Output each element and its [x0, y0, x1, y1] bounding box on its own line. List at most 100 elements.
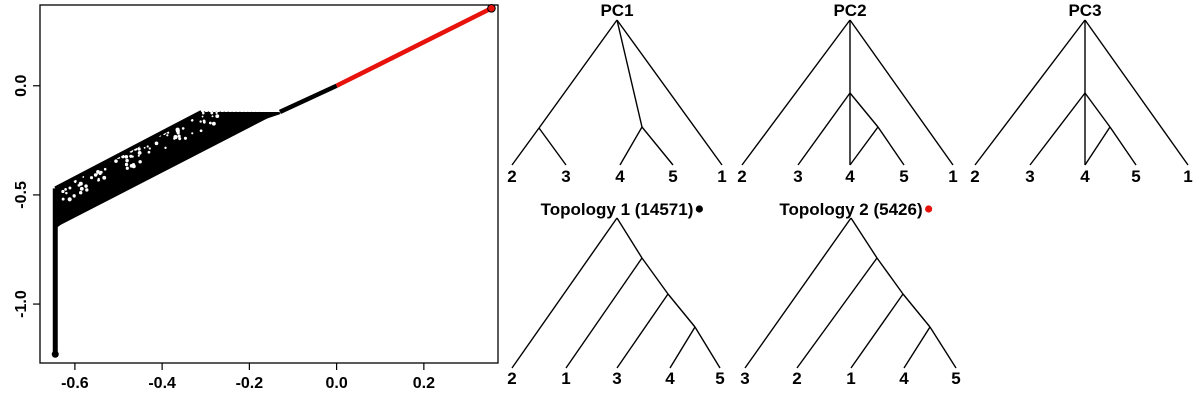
- tree-leaf-label: 5: [715, 369, 724, 388]
- scatter-point-lines: [51, 3, 496, 358]
- tree-leaf-label: 2: [792, 369, 801, 388]
- dense-region-polygon: [55, 111, 280, 228]
- gap-dot: [103, 167, 107, 171]
- topology-marker-dot: [925, 205, 933, 213]
- gap-dot: [89, 176, 94, 180]
- series-red-diagonal: [335, 6, 493, 88]
- tree-branch: [565, 257, 643, 369]
- tree-leaf-label: 3: [561, 167, 570, 186]
- tree-branch: [850, 293, 904, 369]
- tree-title: PC2: [833, 1, 866, 20]
- tree-branch: [849, 126, 879, 166]
- gap-dot: [148, 147, 151, 150]
- tree-branch: [929, 326, 957, 369]
- tree-branch: [974, 19, 1086, 166]
- gap-dot: [211, 121, 216, 126]
- tree-branch: [616, 19, 643, 128]
- tree-leaf-label: 5: [1131, 167, 1140, 186]
- tree-leaf-label: 1: [1183, 167, 1192, 186]
- gap-dot: [210, 111, 214, 115]
- gap-dot: [124, 162, 129, 167]
- gap-dot: [201, 115, 204, 118]
- x-tick-label: -0.6: [61, 375, 89, 392]
- gap-dot: [65, 191, 68, 195]
- gap-dot: [79, 191, 83, 195]
- gap-dot: [124, 154, 129, 159]
- tree-branch: [616, 293, 669, 369]
- tree-branch: [1029, 92, 1086, 166]
- tree-branch: [1109, 126, 1137, 166]
- y-tick-label: -0.5: [13, 181, 30, 209]
- tree-branch: [511, 217, 618, 369]
- tree-leaf-label: 1: [561, 369, 570, 388]
- tree-leaf-label: 3: [740, 369, 749, 388]
- tree-leaf-label: 4: [1080, 167, 1090, 186]
- tree-branch: [744, 217, 852, 369]
- gap-dot: [166, 131, 170, 134]
- gap-dot: [216, 115, 219, 118]
- tree-branch: [641, 126, 674, 166]
- tree-leaf-label: 4: [899, 369, 909, 388]
- gap-dot: [166, 134, 169, 137]
- gap-dot: [73, 195, 76, 198]
- tree-branch: [849, 92, 879, 128]
- gap-dot: [137, 150, 142, 155]
- tree-branch: [902, 293, 931, 328]
- tree-title: PC1: [600, 1, 633, 20]
- tree-leaf-label: 1: [846, 369, 855, 388]
- gap-dot: [173, 135, 178, 140]
- tree-branch: [796, 257, 878, 369]
- tree-branch: [616, 217, 643, 259]
- gap-dot: [82, 176, 85, 178]
- tree-branch: [641, 257, 669, 295]
- x-tick-label: 0.2: [413, 375, 435, 392]
- gap-dot: [84, 184, 88, 188]
- tree-branch: [694, 326, 721, 369]
- gap-dot: [201, 111, 205, 115]
- gap-dot: [67, 197, 72, 202]
- gap-dot: [79, 186, 84, 191]
- gap-dot: [190, 118, 194, 122]
- tree-title: PC3: [1068, 1, 1101, 20]
- gap-dot: [121, 154, 125, 159]
- gap-dot: [176, 131, 180, 135]
- gap-dot: [208, 121, 212, 125]
- tree-branch: [538, 19, 618, 129]
- gap-dot: [215, 111, 218, 114]
- gap-dot: [95, 173, 98, 176]
- gap-dot: [97, 179, 100, 182]
- gap-dot: [181, 127, 185, 130]
- tree-leaf-label: 2: [737, 167, 746, 186]
- gap-dot: [85, 188, 89, 192]
- tree-leaf-label: 3: [793, 167, 802, 186]
- gap-dot: [177, 134, 181, 138]
- tree-leaf-label: 1: [717, 167, 726, 186]
- tree-branch: [876, 257, 904, 295]
- gap-dot: [137, 154, 140, 157]
- tree-branch: [877, 126, 905, 166]
- x-tick-label: -0.4: [148, 375, 176, 392]
- tree-leaf-label: 4: [845, 167, 855, 186]
- gap-dot: [61, 189, 65, 194]
- point-streak: [54, 112, 281, 190]
- gap-dot: [96, 170, 100, 174]
- gap-dot: [102, 175, 107, 180]
- tree-branch: [538, 127, 567, 166]
- tree-leaf-label: 2: [970, 167, 979, 186]
- tree-branch: [849, 19, 954, 166]
- tree-leaf-label: 5: [951, 369, 960, 388]
- gap-dot: [125, 166, 129, 170]
- gap-dot: [202, 120, 206, 124]
- gap-dot: [68, 186, 72, 190]
- tree-leaf-label: 4: [615, 167, 625, 186]
- tree-branch: [616, 19, 723, 166]
- gap-dot: [64, 187, 67, 191]
- gap-dot: [129, 154, 133, 158]
- gap-dot: [191, 132, 194, 135]
